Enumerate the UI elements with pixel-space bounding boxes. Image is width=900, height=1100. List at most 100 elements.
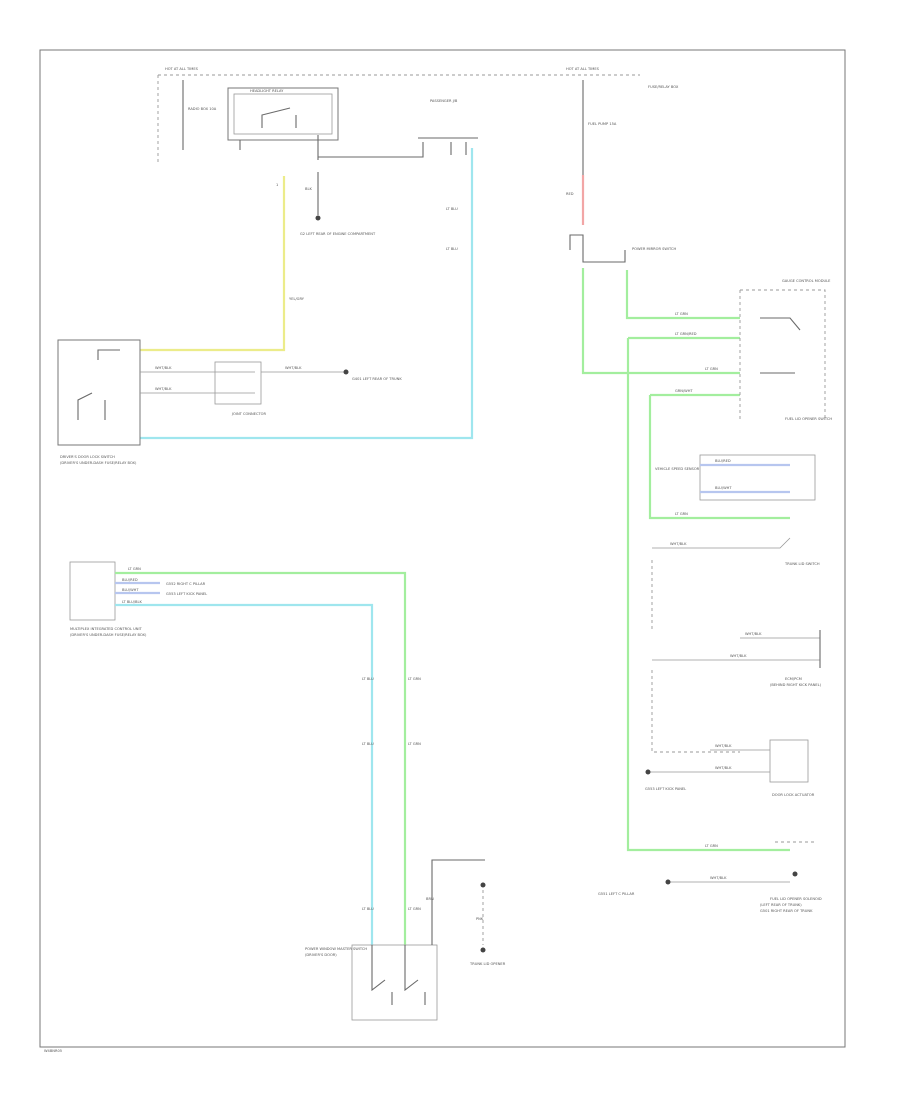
multiplex-module-box	[69, 561, 116, 621]
footer-code: W4BNR05	[44, 1049, 62, 1053]
module-cyan-label: LT BLU/BLK	[122, 600, 142, 604]
ground-bottom-pin: PNK	[476, 917, 484, 921]
actuator-label: DOOR LOCK ACTUATOR	[772, 793, 815, 797]
hot-at-all-times-right: HOT AT ALL TIMES	[566, 67, 600, 71]
vert-label-d: LT BLU	[362, 742, 374, 746]
vs-wire-1: BLU/RED	[715, 459, 731, 463]
actuator-wire-1-label: WHT/BLK	[715, 744, 732, 748]
pw-switch-lead	[431, 859, 485, 945]
green-wire-upper	[625, 270, 740, 320]
right-relay-bracket	[569, 234, 626, 263]
solenoid-dot	[792, 871, 798, 877]
gauge-module-label: GAUGE CONTROL MODULE	[782, 279, 831, 283]
ground-top-label: G2 LEFT REAR OF ENGINE COMPARTMENT	[300, 232, 376, 236]
right-relay-label: POWER MIRROR SWITCH	[632, 247, 676, 251]
headlight-relay-label: HEADLIGHT RELAY	[250, 89, 284, 93]
vert-label-e: LT GRN	[408, 907, 421, 911]
module-green-wire	[115, 571, 407, 945]
cyan-wire-label-2: LT BLU	[446, 247, 458, 251]
ecm-dash-box	[651, 670, 740, 753]
vs-wire-2: BLU/WHT	[715, 486, 732, 490]
cyan-wire-label: LT BLU	[446, 207, 458, 211]
ground-dot-actuator	[645, 769, 651, 775]
ecm-wire-1-label: WHT/BLK	[745, 632, 762, 636]
actuator-wire-2-label: WHT/BLK	[715, 766, 732, 770]
passenger-junction-label: PASSENGER J/B	[430, 99, 458, 103]
headlight-relay-box	[227, 87, 339, 141]
ground-dot-bottom-1	[480, 882, 486, 888]
fuel-lid-switch-wire-label: WHT/BLK	[670, 542, 687, 546]
green-label-2: LT GRN/RED	[675, 332, 697, 336]
vehicle-speed-box	[699, 454, 816, 501]
joint-connector-box	[214, 361, 262, 405]
gauge-module-box	[739, 289, 826, 420]
joint-connector-label: JOINT CONNECTOR	[231, 412, 266, 416]
door-lock-actuator-box	[769, 739, 809, 783]
red-wire-label: RED	[566, 192, 574, 196]
module-blue-label-2: BLU/WHT	[122, 588, 139, 592]
fuse-right-label: FUEL PUMP 15A	[588, 122, 617, 126]
fuel-lid-solenoid-wire-label: WHT/BLK	[710, 876, 727, 880]
diagram-border	[39, 49, 846, 1048]
green-label-3: LT GRN	[705, 367, 718, 371]
ground-actuator-label: G553 LEFT KICK PANEL	[645, 787, 686, 791]
fuel-lid-opener-label: FUEL LID OPENER SOLENOID	[770, 897, 822, 901]
ground-bottom-label: TRUNK LID OPENER	[469, 962, 506, 966]
fuel-lid-opener-sub: (LEFT REAR OF TRUNK)	[760, 903, 802, 907]
fuse-relay-box-label: FUSE/RELAY BOX	[648, 85, 679, 89]
green-label-6: LT GRN	[705, 844, 718, 848]
module-green-label: LT GRN	[128, 567, 141, 571]
green-wire-long-right	[626, 338, 790, 852]
green-wire-loop	[648, 393, 790, 520]
door-lock-switch-label: DRIVER'S DOOR LOCK SWITCH	[60, 455, 115, 459]
wire-wht-3: WHT/BLK	[285, 366, 302, 370]
fuel-lid-switch-wire	[652, 537, 791, 549]
green-label-4: GRN/WHT	[675, 389, 693, 393]
yellow-wire	[140, 176, 286, 352]
gauge-pin-label: FUEL LID OPENER SWITCH	[785, 417, 832, 421]
cyan-wire	[140, 148, 474, 440]
pw-switch-contact-1	[371, 945, 393, 1005]
fuse-block-left-label: RADIO BOX 10A	[188, 107, 217, 111]
green-label-5: LT GRN	[675, 512, 688, 516]
fuel-lid-switch-label: TRUNK LID SWITCH	[784, 562, 820, 566]
vert-label-b: LT BLU	[362, 677, 374, 681]
pw-switch-contact-2	[404, 945, 426, 1005]
vert-label-f: LT BLU	[362, 907, 374, 911]
module-to-ground-b: G553 LEFT KICK PANEL	[166, 592, 207, 596]
vert-label-a: LT GRN	[408, 677, 421, 681]
door-lock-switch-box	[57, 339, 141, 446]
blk-label-top: BLK	[305, 187, 312, 191]
pw-switch-label: POWER WINDOW MASTER SWITCH	[305, 947, 367, 951]
pw-switch-sub: (DRIVER'S DOOR)	[305, 953, 337, 957]
ground-dot-top	[315, 215, 321, 221]
junction-feed	[318, 142, 424, 158]
ground-dot-bottom-2	[480, 947, 486, 953]
vert-label-c: LT GRN	[408, 742, 421, 746]
hot-at-all-times-left: HOT AT ALL TIMES	[165, 67, 199, 71]
ground-joint-label: G401 LEFT REAR OF TRUNK	[352, 377, 402, 381]
module-to-ground-a: G552 RIGHT C PILLAR	[166, 582, 206, 586]
ground-dot-joint	[343, 369, 349, 375]
module-blue-label-1: BLU/RED	[122, 578, 138, 582]
door-lock-switch-inner	[77, 349, 120, 420]
fuel-lid-opener-sub2: G501 RIGHT REAR OF TRUNK	[760, 909, 813, 913]
relay-coil-lead	[239, 135, 319, 160]
power-window-switch-box	[351, 944, 438, 1021]
ecm-label: ECM/PCM	[785, 677, 802, 681]
door-lock-switch-sub: (DRIVER'S UNDER-DASH FUSE/RELAY BOX)	[60, 461, 137, 465]
multiplex-module-label: MULTIPLEX INTEGRATED CONTROL UNIT	[70, 627, 143, 631]
yellow-wire-label: YEL/GRY	[289, 297, 305, 301]
ground-dot-solenoid	[665, 879, 671, 885]
headlight-relay-inner	[233, 93, 333, 135]
green-label-1: LT GRN	[675, 312, 688, 316]
ground-solenoid-label: G551 LEFT C PILLAR	[598, 892, 635, 896]
relay-switch-contact	[261, 107, 297, 128]
pw-switch-lead-label: BRN	[426, 897, 434, 901]
gauge-switch-1	[760, 317, 801, 331]
vehicle-speed-label: VEHICLE SPEED SENSOR	[655, 467, 700, 471]
wire-wht-1: WHT/BLK	[155, 366, 172, 370]
ecm-wire-2-label: WHT/BLK	[730, 654, 747, 658]
pin-a-label: 1	[276, 183, 278, 187]
